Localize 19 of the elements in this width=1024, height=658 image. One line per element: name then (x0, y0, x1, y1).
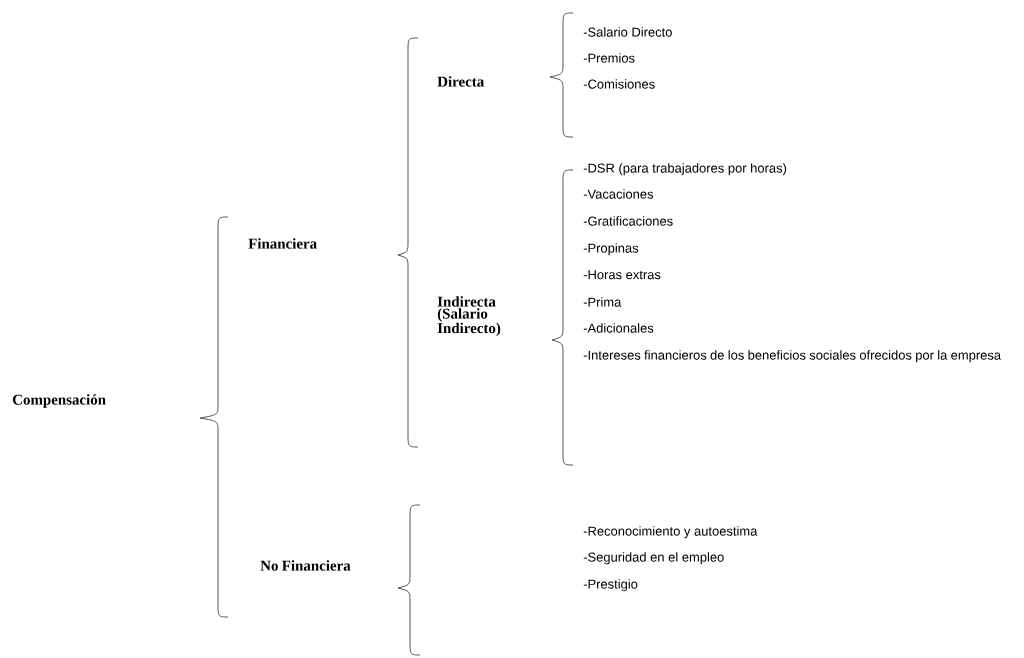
list-item: -Gratificaciones (583, 216, 673, 226)
list-item: -Premios (583, 53, 635, 63)
category-heading: Financiera (248, 238, 317, 249)
list-item: -Comisiones (583, 79, 655, 89)
category-heading: Directa (437, 76, 484, 87)
list-item: -Vacaciones (583, 189, 654, 199)
list-item: -Reconocimiento y autoestima (583, 526, 758, 539)
list-item: -DSR (para trabajadores por horas) (583, 163, 787, 176)
list-item: -Prima (583, 297, 622, 307)
list-item: -Horas extras (583, 270, 661, 280)
list-item: -Seguridad en el empleo (583, 552, 724, 565)
list-item: -Intereses financieros de los beneficios sociales ofrecidos por la empresa (583, 350, 1002, 363)
category-heading: Indirecta (Salario Indirecto) (437, 296, 501, 337)
list-item: -Salario Directo (583, 27, 672, 37)
category-heading: Compensación (12, 394, 106, 408)
list-item: -Adicionales (583, 323, 654, 333)
list-item: -Propinas (583, 243, 639, 256)
list-item: -Prestigio (583, 579, 638, 592)
category-heading: No Financiera (260, 560, 351, 571)
